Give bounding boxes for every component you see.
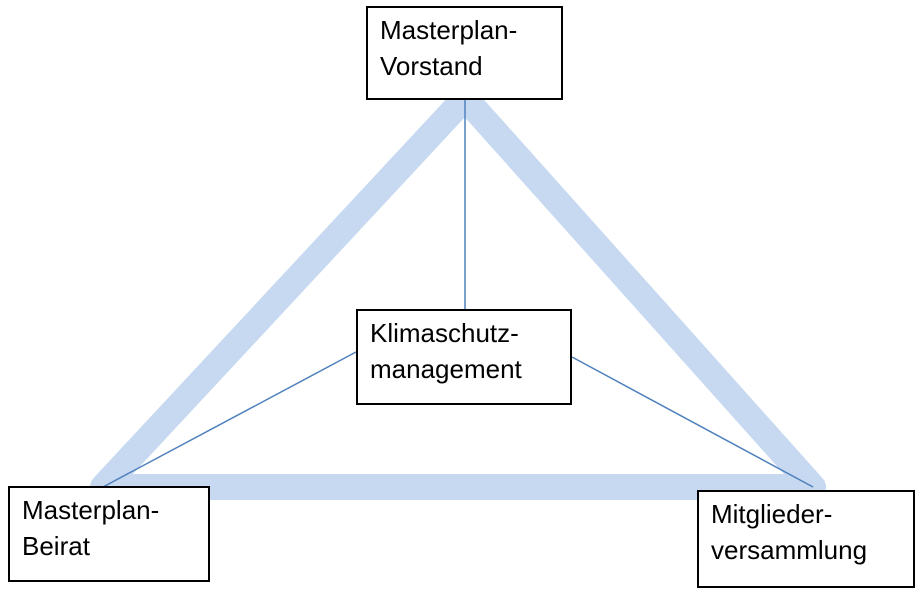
node-center-line1: Klimaschutz-	[370, 318, 519, 348]
node-mitgliederversammlung: Mitglieder- versammlung	[697, 490, 915, 588]
node-right-line2: versammlung	[711, 535, 868, 565]
node-top-line2: Vorstand	[380, 51, 483, 81]
node-masterplan-vorstand: Masterplan- Vorstand	[366, 6, 563, 100]
node-left-line1: Masterplan-	[22, 495, 160, 525]
triangle-frame	[90, 85, 826, 500]
node-klimaschutzmanagement: Klimaschutz- management	[356, 309, 572, 405]
node-left-line2: Beirat	[22, 531, 90, 561]
node-right-line1: Mitglieder-	[711, 499, 833, 529]
connector-right-center	[571, 356, 814, 488]
connector-left-center	[102, 351, 357, 488]
node-center-line2: management	[370, 354, 522, 384]
node-top-line1: Masterplan-	[380, 15, 518, 45]
node-masterplan-beirat: Masterplan- Beirat	[8, 486, 210, 582]
